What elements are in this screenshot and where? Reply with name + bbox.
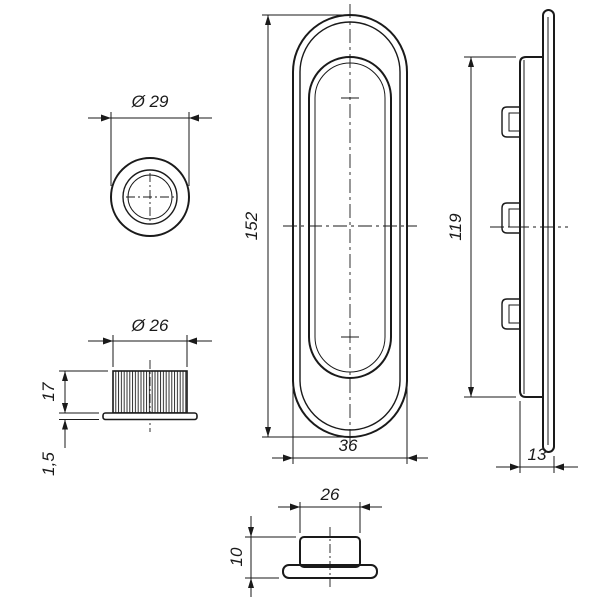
- dim-label-flange-thickness: 1,5: [39, 452, 58, 476]
- arrow-up-icon: [468, 57, 474, 67]
- arrow-left-icon: [101, 114, 111, 122]
- dim-side-depth: 13: [496, 401, 578, 473]
- dim-label-thumbturn-diameter: Ø 29: [131, 92, 169, 111]
- view-thumbturn-front: [110, 157, 190, 237]
- snap-clip-outline: [501, 202, 520, 234]
- dim-flange-thickness: 1,5: [39, 403, 99, 476]
- handle-outer-outline: [292, 14, 408, 438]
- arrow-left-icon: [283, 454, 293, 462]
- arrow-left-icon: [290, 503, 300, 511]
- dim-side-height: 119: [446, 56, 516, 398]
- arrow-up-icon: [62, 371, 68, 381]
- dim-label-handle-width: 36: [339, 436, 358, 455]
- arrow-left-icon: [510, 463, 520, 471]
- arrow-right-icon: [187, 337, 197, 345]
- arrow-right-icon: [189, 114, 199, 122]
- arrow-down-icon: [248, 527, 254, 537]
- dim-thumbturn-diameter: Ø 29: [88, 92, 212, 186]
- thumbturn-outer-circle: [110, 157, 190, 237]
- handle-cup-inner-outline: [314, 62, 386, 373]
- arrow-up-icon: [62, 419, 68, 430]
- view-handle-bottom: [282, 527, 378, 588]
- dim-bottom-width: 26: [278, 485, 382, 533]
- snap-clip-inner: [508, 304, 520, 324]
- snap-clip-inner: [508, 208, 520, 228]
- dim-bottom-depth: 10: [227, 516, 296, 597]
- arrow-down-icon: [265, 427, 271, 437]
- dim-knurl-height: 17: [39, 370, 108, 414]
- arrow-up-icon: [265, 15, 271, 25]
- snap-clip-outline: [501, 298, 520, 330]
- thumbturn-middle-circle: [122, 169, 178, 225]
- faceplate-end-outline: [282, 564, 378, 579]
- dim-label-bottom-depth: 10: [227, 547, 246, 566]
- view-thumbturn-side: [102, 360, 198, 432]
- dim-label-knurl-diameter: Ø 26: [131, 316, 169, 335]
- dim-label-side-depth: 13: [528, 445, 547, 464]
- view-handle-front: [283, 4, 417, 448]
- handle-rim-outline: [299, 21, 401, 431]
- arrow-right-icon: [360, 503, 370, 511]
- arrow-up-icon: [248, 578, 254, 588]
- view-handle-side: [490, 9, 568, 453]
- flange-plate: [102, 412, 198, 421]
- knurled-body: [112, 370, 188, 414]
- cup-end-outline: [299, 536, 361, 568]
- arrow-down-icon: [62, 403, 68, 413]
- dim-label-side-height: 119: [446, 213, 465, 241]
- snap-clip-outline: [501, 106, 520, 138]
- dim-knurl-diameter: Ø 26: [88, 316, 212, 367]
- dim-label-bottom-width: 26: [320, 485, 340, 504]
- dim-label-handle-height: 152: [242, 211, 261, 240]
- faceplate-side-outline: [542, 9, 555, 453]
- arrow-right-icon: [407, 454, 417, 462]
- arrow-left-icon: [103, 337, 113, 345]
- arrow-down-icon: [468, 387, 474, 397]
- handle-cup-outline: [308, 56, 392, 379]
- snap-clip-inner: [508, 112, 520, 132]
- dim-handle-width: 36: [272, 384, 428, 464]
- arrow-right-icon: [554, 463, 564, 471]
- dim-label-knurl-height: 17: [39, 382, 58, 401]
- dim-handle-height: 152: [242, 14, 344, 438]
